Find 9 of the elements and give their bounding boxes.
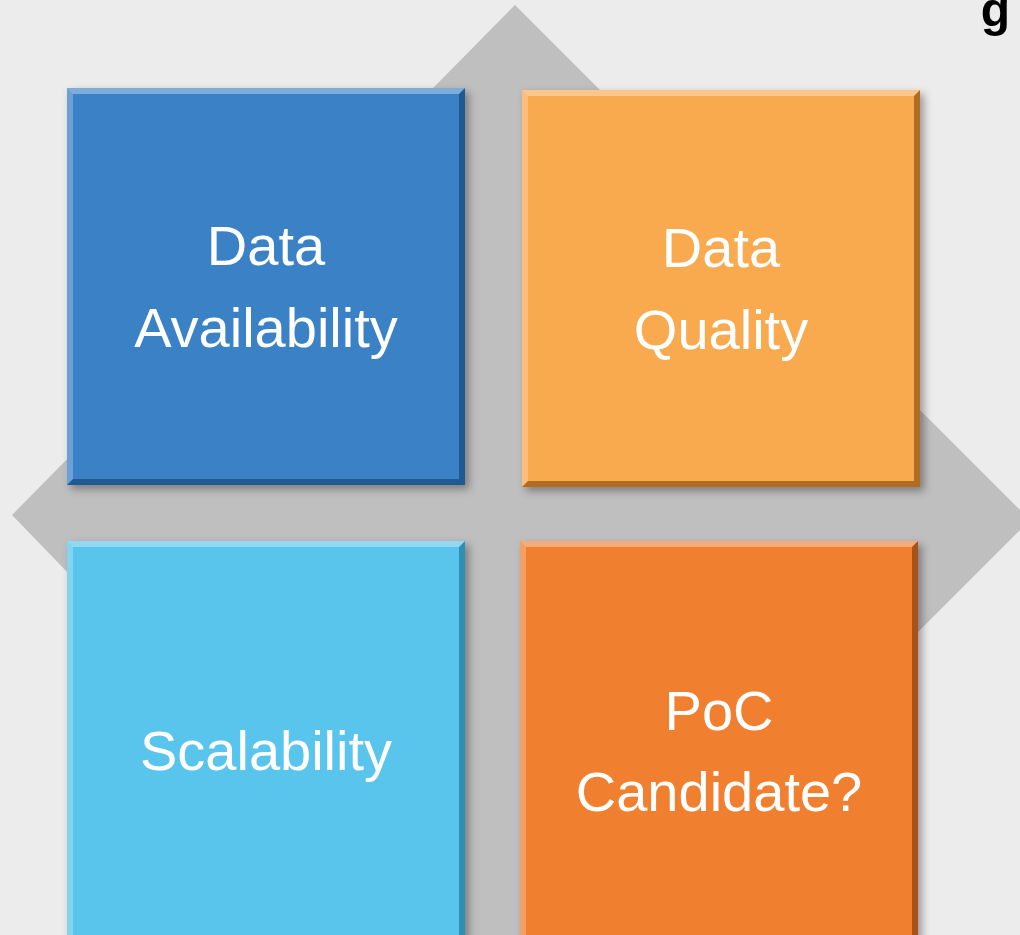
tile-label: PoC Candidate?: [574, 677, 864, 825]
category-tile: [67, 541, 465, 935]
tile-label: Data Quality: [632, 215, 810, 363]
category-tile: [522, 90, 920, 487]
category-tile: [67, 88, 465, 485]
tile-label: Scalability: [138, 718, 394, 785]
category-tile: [520, 541, 918, 935]
title-fragment: g: [980, 0, 1010, 34]
tile-label: Data Availability: [133, 213, 399, 361]
